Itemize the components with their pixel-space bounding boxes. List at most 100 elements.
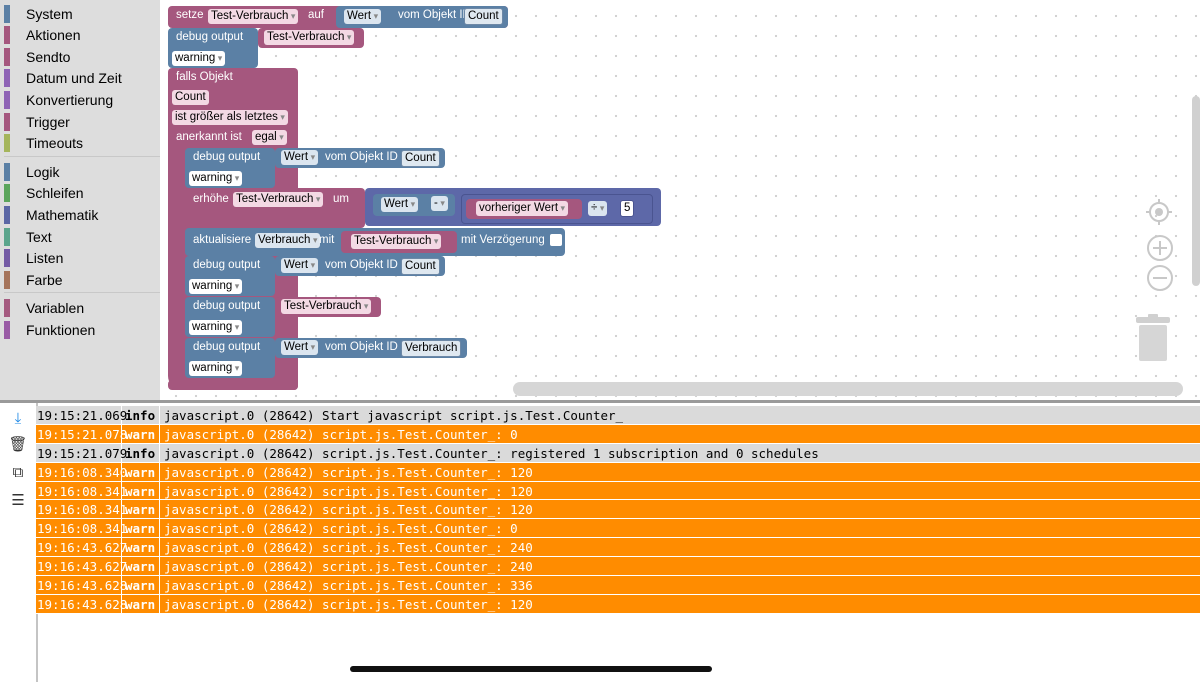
attribute-dropdown[interactable]: Wert — [281, 150, 319, 165]
category-aktionen[interactable]: Aktionen — [4, 25, 80, 45]
log-level: warn — [122, 576, 160, 594]
category-funktionen[interactable]: Funktionen — [4, 320, 95, 340]
category-farbe[interactable]: Farbe — [4, 270, 63, 290]
log-level: warn — [122, 462, 160, 481]
category-color-bar — [4, 26, 10, 44]
category-mathematik[interactable]: Mathematik — [4, 205, 98, 225]
panel-divider[interactable] — [0, 400, 1200, 403]
vertical-scrollbar[interactable] — [1192, 96, 1200, 286]
variable-block[interactable]: Test-Verbrauch — [341, 231, 457, 253]
log-level-dropdown[interactable]: warning — [172, 51, 226, 66]
variable-dropdown[interactable]: Test-Verbrauch — [281, 299, 372, 314]
category-color-bar — [4, 228, 10, 246]
object-id-field[interactable]: Count — [401, 258, 440, 275]
get-value-block[interactable]: Wert vom Objekt ID Verbrauch — [275, 338, 467, 358]
trash-icon[interactable] — [1133, 314, 1173, 362]
variable-dropdown[interactable]: Test-Verbrauch — [351, 234, 442, 249]
category-listen[interactable]: Listen — [4, 248, 63, 268]
scroll-down-icon[interactable]: ⤓ — [14, 410, 22, 427]
condition-dropdown[interactable]: ist größer als letztes — [172, 110, 288, 125]
object-dropdown[interactable]: Verbrauch — [255, 233, 321, 248]
log-level: warn — [122, 519, 160, 538]
debug-output-block[interactable]: debug output warning — [185, 256, 275, 296]
get-value-block[interactable]: Wert vom Objekt ID Count — [275, 148, 445, 168]
vom-objekt-label: vom Objekt ID — [325, 341, 398, 353]
math-divide-block[interactable]: vorheriger Wert ÷ 5 — [461, 194, 653, 224]
variable-block[interactable]: vorheriger Wert — [466, 199, 582, 219]
log-level: info — [122, 443, 160, 462]
variable-dropdown[interactable]: Test-Verbrauch — [208, 9, 299, 24]
variable-dropdown[interactable]: Test-Verbrauch — [264, 30, 355, 45]
copy-icon[interactable]: ⧉ — [12, 464, 24, 481]
operator-dropdown[interactable]: ÷ — [588, 201, 608, 216]
log-message: javascript.0 (28642) script.js.Test.Coun… — [164, 464, 533, 480]
debug-output-block[interactable]: debug output warning — [168, 28, 258, 68]
log-level-dropdown[interactable]: warning — [189, 279, 243, 294]
category-logik[interactable]: Logik — [4, 162, 59, 182]
zoom-in-icon[interactable] — [1146, 234, 1174, 262]
variable-block[interactable]: Test-Verbrauch — [275, 297, 381, 317]
category-schleifen[interactable]: Schleifen — [4, 183, 84, 203]
variable-block[interactable]: Test-Verbrauch — [258, 28, 364, 48]
attribute-dropdown[interactable]: Wert — [281, 258, 319, 273]
setze-label: setze — [176, 9, 204, 21]
object-id-field[interactable]: Count — [401, 150, 440, 167]
category-label: System — [26, 6, 73, 22]
variable-dropdown[interactable]: vorheriger Wert — [476, 201, 569, 216]
category-color-bar — [4, 163, 10, 181]
debug-output-label: debug output — [193, 259, 261, 271]
object-id-field[interactable]: Verbrauch — [401, 340, 462, 357]
blockly-workspace[interactable]: setze Test-Verbrauch auf Wert vom Objekt… — [160, 0, 1200, 400]
horizontal-scrollbar[interactable] — [513, 382, 1183, 396]
set-variable-block[interactable]: setze Test-Verbrauch auf Wert vom Objekt… — [168, 6, 508, 28]
category-label: Farbe — [26, 272, 63, 288]
debug-output-label: debug output — [193, 341, 261, 353]
category-variablen[interactable]: Variablen — [4, 298, 84, 318]
get-value-block[interactable]: Wert vom Objekt ID Count — [336, 6, 508, 28]
log-timestamp: 19:16:08.341 — [37, 519, 128, 538]
category-color-bar — [4, 321, 10, 339]
category-sendto[interactable]: Sendto — [4, 47, 70, 67]
attribute-dropdown[interactable]: Wert — [281, 340, 319, 355]
category-trigger[interactable]: Trigger — [4, 112, 70, 132]
math-arithmetic-block[interactable]: Wert - vorheriger Wert ÷ 5 — [365, 188, 661, 226]
get-value-block[interactable]: Wert vom Objekt ID Count — [275, 256, 445, 276]
category-color-bar — [4, 299, 10, 317]
log-level-dropdown[interactable]: warning — [189, 171, 243, 186]
attribute-dropdown[interactable]: Wert — [344, 9, 382, 24]
category-text[interactable]: Text — [4, 227, 52, 247]
category-konvertierung[interactable]: Konvertierung — [4, 90, 113, 110]
debug-output-block[interactable]: debug output warning — [185, 148, 275, 188]
category-label: Sendto — [26, 49, 71, 65]
log-level: warn — [122, 557, 160, 576]
log-level-dropdown[interactable]: warning — [189, 361, 243, 376]
update-state-block[interactable]: aktualisiere Verbrauch mit Test-Verbrauc… — [185, 228, 565, 256]
debug-output-block[interactable]: debug output warning — [185, 297, 275, 337]
log-timestamp: 19:16:43.627 — [37, 557, 128, 576]
category-system[interactable]: System — [4, 4, 73, 24]
delete-icon[interactable]: 🗑 — [8, 436, 28, 453]
log-level-dropdown[interactable]: warning — [189, 320, 243, 335]
increment-variable-block[interactable]: erhöhe Test-Verbrauch um — [185, 188, 365, 228]
zoom-out-icon[interactable] — [1146, 264, 1174, 292]
ack-dropdown[interactable]: egal — [252, 130, 287, 145]
recenter-icon[interactable] — [1145, 198, 1173, 226]
category-datum-und-zeit[interactable]: Datum und Zeit — [4, 68, 122, 88]
debug-output-block[interactable]: debug output warning — [185, 338, 275, 378]
delay-checkbox[interactable] — [550, 234, 562, 246]
aktualisiere-label: aktualisiere — [193, 234, 252, 246]
attribute-dropdown[interactable]: Wert — [381, 197, 419, 212]
number-field[interactable]: 5 — [620, 200, 635, 217]
category-color-bar — [4, 249, 10, 267]
operator-dropdown[interactable]: - — [431, 196, 448, 211]
log-level-icon[interactable]: ☰ — [11, 492, 25, 509]
debug-output-label: debug output — [193, 151, 261, 163]
object-id-field[interactable]: Count — [464, 8, 503, 25]
category-timeouts[interactable]: Timeouts — [4, 133, 83, 153]
variable-dropdown[interactable]: Test-Verbrauch — [233, 192, 324, 207]
trigger-object-field[interactable]: Count — [172, 90, 209, 105]
log-level: warn — [122, 424, 160, 443]
